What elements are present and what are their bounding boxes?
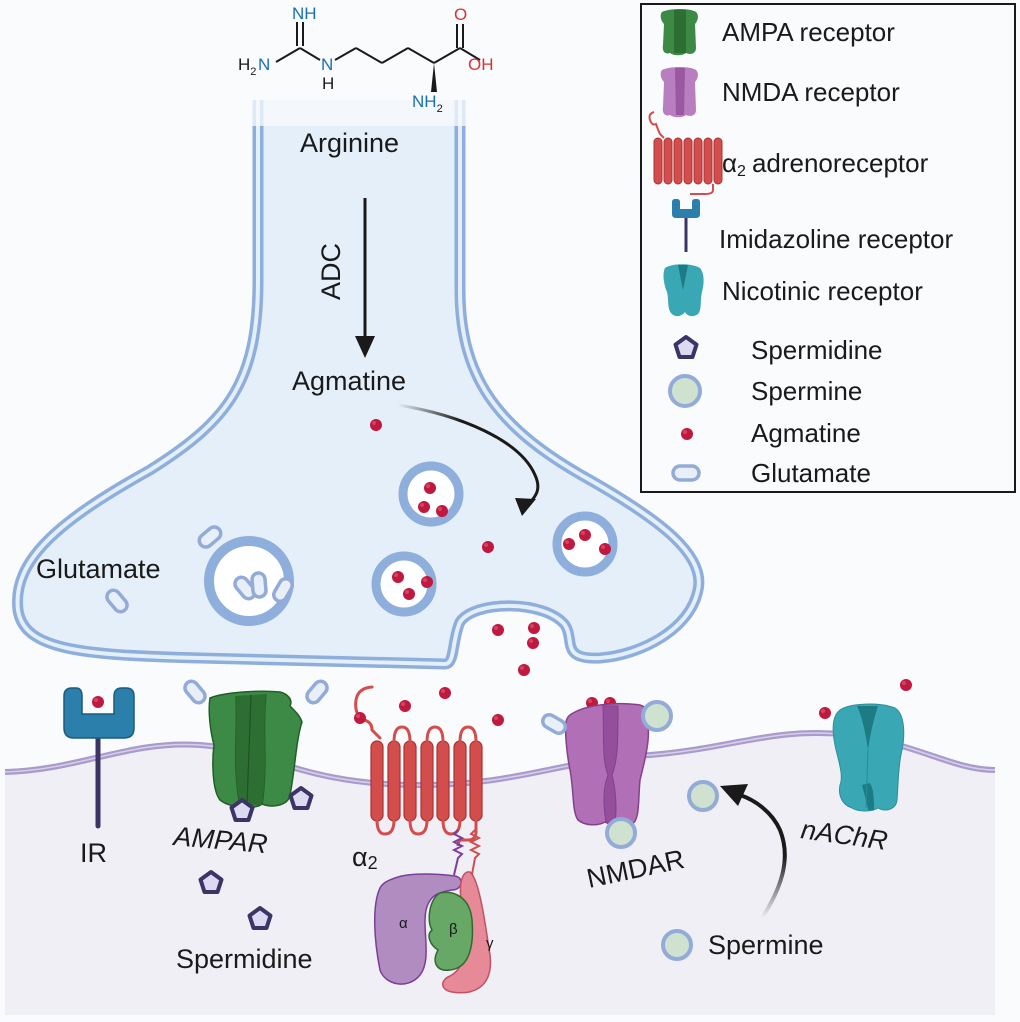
legend-item-glutamate: Glutamate bbox=[671, 458, 871, 488]
agmatine-vesicle bbox=[398, 461, 464, 527]
nmda-receptor-icon bbox=[660, 67, 698, 118]
legend-item-imidazoline: Imidazoline receptor bbox=[672, 199, 953, 254]
g-beta-subunit bbox=[428, 891, 474, 971]
imidazoline-receptor-icon bbox=[672, 199, 700, 252]
spermine-molecule bbox=[661, 929, 693, 961]
legend: AMPA receptor NMDA receptor bbox=[640, 3, 1016, 493]
legend-item-agmatine: Agmatine bbox=[681, 418, 861, 448]
legend-label: Nicotinic receptor bbox=[722, 276, 923, 306]
agmatine-label: Agmatine bbox=[292, 366, 406, 396]
g-alpha-subunit bbox=[374, 873, 462, 985]
legend-label: NMDA receptor bbox=[722, 77, 900, 107]
alpha2-adrenoreceptor bbox=[354, 685, 483, 881]
spermine-arrow bbox=[720, 784, 787, 920]
spermine-label: Spermine bbox=[708, 930, 824, 960]
arginine-label: Arginine bbox=[300, 128, 399, 158]
amine-n: N bbox=[258, 55, 270, 74]
spermidine-label: Spermidine bbox=[176, 944, 313, 974]
ampa-receptor bbox=[180, 676, 332, 822]
legend-item-ampa: AMPA receptor bbox=[660, 9, 895, 56]
legend-item-spermine: Spermine bbox=[668, 374, 862, 408]
alpha-amine: NH2 bbox=[412, 92, 443, 115]
legend-label: Spermidine bbox=[751, 335, 883, 365]
nmda-receptor bbox=[538, 697, 673, 849]
glutamate-label: Glutamate bbox=[36, 554, 161, 584]
adc-arrow bbox=[355, 198, 375, 358]
spermine-molecule bbox=[687, 780, 719, 812]
amine-h2: H2 bbox=[238, 55, 256, 78]
nicotinic-receptor-icon bbox=[663, 264, 704, 317]
loading-arrow bbox=[397, 403, 540, 516]
arginine-structure: NH H2 N N H O OH NH2 bbox=[238, 4, 494, 115]
legend-label: Agmatine bbox=[751, 418, 861, 448]
spermine-icon bbox=[668, 374, 702, 408]
alpha2-label: α2 bbox=[352, 842, 378, 873]
legend-label: Spermine bbox=[751, 376, 862, 406]
agmatine-vesicle bbox=[371, 551, 437, 617]
legend-label: Imidazoline receptor bbox=[719, 224, 953, 254]
legend-label: AMPA receptor bbox=[722, 17, 895, 47]
legend-label: Glutamate bbox=[751, 458, 871, 488]
legend-item-nicotinic: Nicotinic receptor bbox=[663, 264, 923, 317]
presynaptic-terminal bbox=[12, 96, 705, 670]
agmatine-vesicle bbox=[552, 511, 618, 577]
alpha2-adrenoreceptor-icon bbox=[648, 111, 723, 195]
agmatine-icon bbox=[681, 428, 693, 440]
g-alpha-label: α bbox=[399, 915, 408, 932]
hydroxyl-oh: OH bbox=[468, 55, 494, 74]
nh-h: H bbox=[322, 74, 334, 93]
legend-item-nmda: NMDA receptor bbox=[660, 67, 900, 118]
carbonyl-o: O bbox=[454, 5, 467, 24]
g-gamma-label: γ bbox=[486, 935, 494, 952]
spermidine-molecule bbox=[247, 906, 273, 930]
vesicles bbox=[204, 461, 618, 626]
g-protein: α β γ bbox=[374, 871, 494, 994]
adc-label: ADC bbox=[316, 243, 346, 300]
nicotinic-receptor bbox=[819, 703, 905, 812]
nh-n: N bbox=[321, 55, 333, 74]
spermidine-icon bbox=[673, 335, 699, 359]
imine-nh: NH bbox=[292, 4, 317, 23]
g-beta-label: β bbox=[449, 921, 458, 938]
glutamate-vesicle bbox=[204, 536, 297, 626]
legend-item-spermidine: Spermidine bbox=[673, 335, 883, 365]
ampa-receptor-icon bbox=[660, 9, 698, 56]
glutamate-icon bbox=[671, 464, 701, 482]
imidazoline-receptor bbox=[63, 687, 135, 829]
ir-label: IR bbox=[80, 838, 107, 868]
spermidine-molecule bbox=[198, 870, 224, 894]
